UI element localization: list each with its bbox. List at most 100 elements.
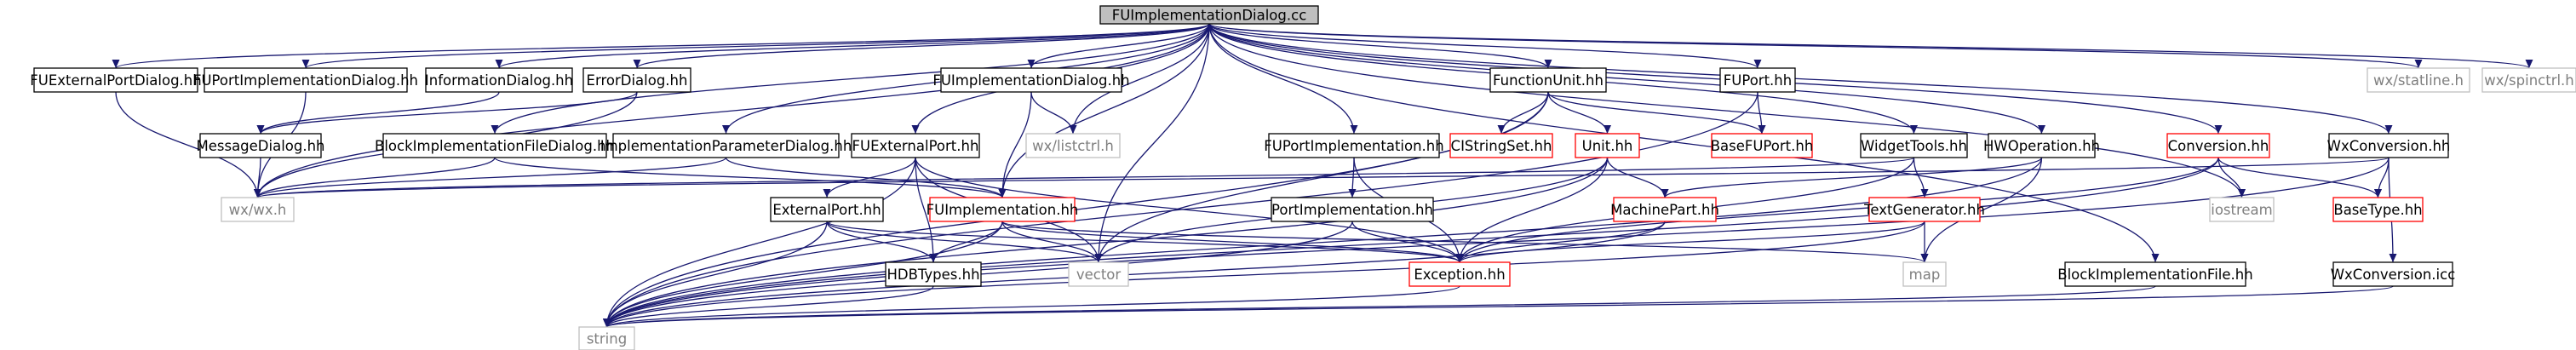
node-FUImplementationDialogHH[interactable]: FUImplementationDialog.hh: [932, 67, 1130, 93]
node-BaseType[interactable]: BaseType.hh: [2332, 197, 2424, 222]
node-label: Exception.hh: [1414, 267, 1505, 283]
edge-FUImplementationDialogHH-to-FUImplementation: [998, 91, 1032, 198]
node-label: FUPortImplementation.hh: [1264, 138, 1443, 154]
edge-Conversion-to-BaseType: [2217, 157, 2382, 198]
edge-WidgetTools-to-wxwx: [254, 157, 1915, 198]
node-box: [2481, 67, 2576, 93]
node-box: [33, 67, 198, 93]
edge-WxConversionICC-to-string: [603, 285, 2394, 328]
node-Unit[interactable]: Unit.hh: [1575, 133, 1640, 158]
node-box: [2209, 197, 2275, 222]
node-FUExternalPortDialog[interactable]: FUExternalPortDialog.hh: [30, 67, 202, 93]
node-label: ErrorDialog.hh: [587, 72, 688, 89]
node-CIStringSet[interactable]: CIStringSet.hh: [1449, 133, 1553, 158]
edge-BlockImplementationFileDialog-to-FUImplementation: [494, 157, 1007, 198]
node-box: [1613, 197, 1717, 222]
edge-MachinePart-to-string: [603, 221, 1666, 328]
edge-root-to-ErrorDialog: [633, 23, 1210, 69]
edge-FUImplementation-to-string: [603, 221, 1003, 328]
edge-FUImplementation-to-HDBTypes: [929, 221, 1003, 263]
node-FunctionUnit[interactable]: FunctionUnit.hh: [1489, 67, 1607, 93]
node-ImplementationParameterDialog[interactable]: ImplementationParameterDialog.hh: [600, 133, 852, 158]
node-BaseFUPort[interactable]: BaseFUPort.hh: [1711, 133, 1814, 158]
node-box: [199, 133, 322, 158]
node-box: [204, 67, 408, 93]
edge-layer: [112, 23, 2533, 328]
node-wxspinctrl[interactable]: wx/spinctrl.h: [2481, 67, 2576, 93]
node-iostream[interactable]: iostream: [2209, 197, 2275, 222]
node-Conversion[interactable]: Conversion.hh: [2166, 133, 2270, 158]
edge-root-to-wxwx: [254, 23, 1210, 198]
node-FUExternalPort[interactable]: FUExternalPort.hh: [851, 133, 980, 158]
node-WxConversionHH[interactable]: WxConversion.hh: [2327, 133, 2451, 158]
node-BlockImplementationFileDialog[interactable]: BlockImplementationFileDialog.hh: [375, 133, 615, 158]
node-box: [221, 197, 295, 222]
node-map[interactable]: map: [1902, 261, 1947, 287]
edge-Unit-to-MachinePart: [1606, 157, 1669, 198]
edge-root-to-FunctionUnit: [1208, 23, 1552, 69]
node-box: [1068, 261, 1129, 287]
node-FUImplementation[interactable]: FUImplementation.hh: [927, 197, 1079, 222]
node-MessageDialog[interactable]: MessageDialog.hh: [196, 133, 325, 158]
node-box: [2332, 197, 2424, 222]
node-WidgetTools[interactable]: WidgetTools.hh: [1860, 133, 1968, 158]
edge-FUPort-to-BaseFUPort: [1757, 91, 1766, 135]
node-label: Unit.hh: [1582, 138, 1633, 154]
edge-BlockImplementationFile-to-string: [603, 285, 2156, 328]
edge-FUImplementationDialogHH-to-wxlistctrl: [1030, 91, 1077, 135]
node-TextGenerator[interactable]: TextGenerator.hh: [1863, 197, 1985, 222]
edge-root-to-FUPortImplementation: [1208, 23, 1358, 135]
node-MachinePart[interactable]: MachinePart.hh: [1610, 197, 1719, 222]
edge-root-to-FUImplementationDialogHH: [1027, 23, 1210, 69]
edge-FunctionUnit-to-BaseFUPort: [1547, 91, 1766, 135]
node-box: [1449, 133, 1553, 158]
node-wxlistctrl[interactable]: wx/listctrl.h: [1025, 133, 1121, 158]
node-label: CIStringSet.hh: [1451, 138, 1552, 154]
node-BlockImplementationFile[interactable]: BlockImplementationFile.hh: [2057, 261, 2253, 287]
edge-root-to-InformationDialog: [495, 23, 1210, 69]
node-label: BaseFUPort.hh: [1711, 138, 1814, 154]
node-label: MessageDialog.hh: [196, 138, 324, 154]
node-label: wx/spinctrl.h: [2484, 72, 2574, 89]
edge-FUExternalPortDialog-to-wxwx: [115, 91, 261, 198]
edge-FunctionUnit-to-Unit: [1547, 91, 1611, 135]
node-ErrorDialog[interactable]: ErrorDialog.hh: [582, 67, 691, 93]
node-string[interactable]: string: [578, 326, 635, 350]
edge-Conversion-to-string: [603, 157, 2219, 328]
edge-FUExternalPort-to-HDBTypes: [915, 157, 938, 263]
node-label: WxConversion.icc: [2331, 267, 2456, 283]
node-box: [1902, 261, 1947, 287]
node-Exception[interactable]: Exception.hh: [1408, 261, 1511, 287]
node-FUPort[interactable]: FUPort.hh: [1719, 67, 1796, 93]
node-label: iostream: [2211, 202, 2273, 218]
node-label: BlockImplementationFile.hh: [2057, 267, 2252, 283]
node-HDBTypes[interactable]: HDBTypes.hh: [885, 261, 982, 287]
node-box: [940, 67, 1122, 93]
node-root[interactable]: FUImplementationDialog.cc: [1099, 5, 1319, 25]
node-WxConversionICC[interactable]: WxConversion.icc: [2331, 261, 2456, 287]
node-HWOperation[interactable]: HWOperation.hh: [1983, 133, 2100, 158]
edge-FUImplementation-to-vector: [1001, 221, 1103, 263]
node-wxstatline[interactable]: wx/statline.h: [2367, 67, 2470, 93]
node-InformationDialog[interactable]: InformationDialog.hh: [425, 67, 573, 93]
node-wxwx[interactable]: wx/wx.h: [221, 197, 295, 222]
node-label: wx/listctrl.h: [1032, 138, 1114, 154]
edge-WidgetTools-to-TextGenerator: [1913, 157, 1929, 198]
edge-Conversion-to-iostream: [2217, 157, 2246, 198]
node-PortImplementation[interactable]: PortImplementation.hh: [1271, 197, 1434, 222]
node-label: map: [1909, 267, 1941, 283]
node-FUPortImplementationDialog[interactable]: FUPortImplementationDialog.hh: [193, 67, 418, 93]
node-label: FunctionUnit.hh: [1493, 72, 1604, 89]
node-box: [1988, 133, 2096, 158]
edge-FUImplementation-to-Exception: [1001, 221, 1464, 263]
node-layer: FUImplementationDialog.ccFUExternalPortD…: [30, 5, 2576, 350]
node-box: [1271, 197, 1434, 222]
node-label: TextGenerator.hh: [1863, 202, 1985, 218]
node-box: [885, 261, 982, 287]
node-FUPortImplementation[interactable]: FUPortImplementation.hh: [1264, 133, 1444, 158]
node-box: [582, 67, 691, 93]
edge-root-to-BlockImplementationFileDialog: [491, 23, 1210, 135]
node-ExternalPort[interactable]: ExternalPort.hh: [770, 197, 884, 222]
node-box: [1268, 133, 1440, 158]
node-vector[interactable]: vector: [1068, 261, 1129, 287]
